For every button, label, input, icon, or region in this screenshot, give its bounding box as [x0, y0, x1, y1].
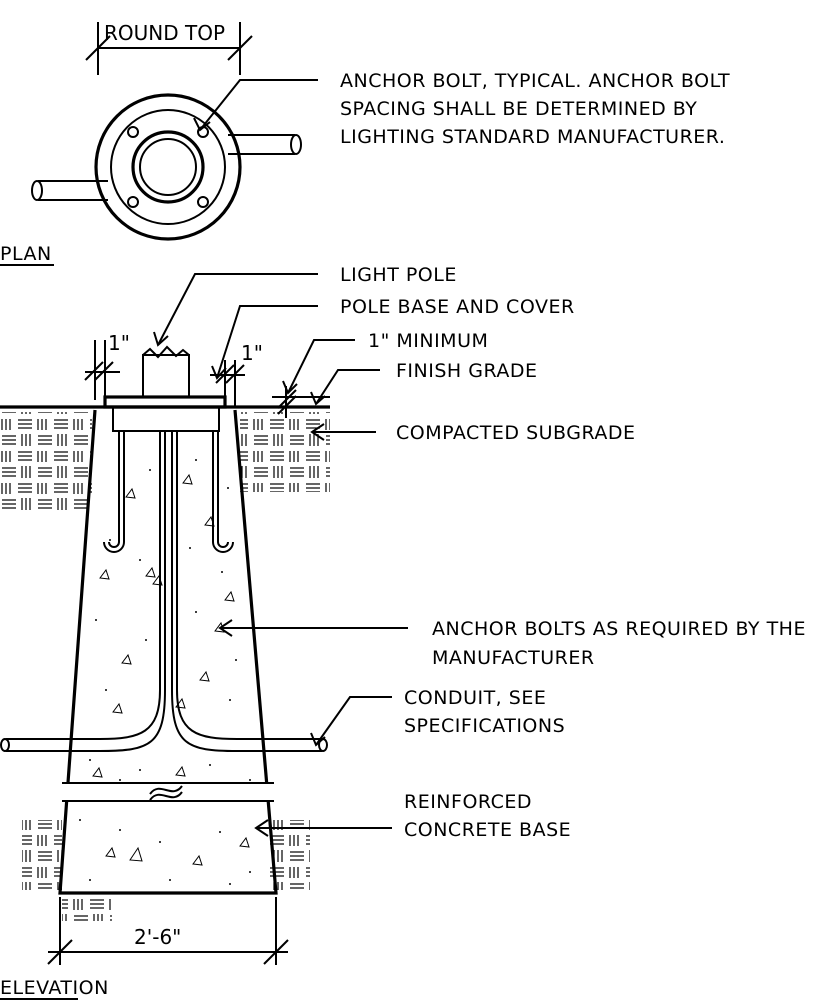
min-clearance-label: 1" MINIMUM — [368, 330, 488, 352]
svg-text:1": 1" — [241, 341, 263, 365]
svg-text:REINFORCED: REINFORCED — [404, 791, 532, 813]
finish-grade-leader — [315, 369, 380, 405]
anchor-bolts-elevation — [103, 431, 234, 690]
svg-text:2'-6": 2'-6" — [134, 925, 181, 949]
round-top-label: ROUND TOP — [104, 21, 225, 45]
pole-base-cover — [112, 406, 220, 432]
pole-base-plate — [103, 395, 227, 409]
svg-text:MANUFACTURER: MANUFACTURER — [432, 647, 595, 669]
svg-text:ANCHOR BOLT, TYPICAL. ANCHOR B: ANCHOR BOLT, TYPICAL. ANCHOR BOLT — [340, 70, 730, 92]
elevation-title: ELEVATION — [0, 977, 109, 999]
plan-view: ROUND TOP PLAN — [0, 21, 318, 266]
elevation-callouts: LIGHT POLE POLE BASE AND COVER 1" MINIMU… — [153, 264, 806, 841]
svg-text:CONCRETE BASE: CONCRETE BASE — [404, 819, 571, 841]
anchor-bolt-typical-leader — [199, 79, 318, 131]
anchor-bolt-typical-note: ANCHOR BOLT, TYPICAL. ANCHOR BOLT SPACIN… — [340, 70, 730, 148]
plan-pole-outer — [131, 130, 205, 204]
concrete-base-outline — [58, 409, 278, 895]
conduit-elevation — [0, 689, 328, 752]
soil-hatching — [0, 412, 330, 921]
base-width-dimension: 2'-6" — [47, 897, 289, 965]
light-pole — [142, 345, 190, 398]
plan-title: PLAN — [0, 243, 52, 265]
pole-base-label: POLE BASE AND COVER — [340, 296, 575, 318]
svg-text:SPECIFICATIONS: SPECIFICATIONS — [404, 715, 565, 737]
min-clearance-leader — [287, 339, 355, 394]
anchor-bolt-hole — [197, 196, 209, 208]
svg-text:1": 1" — [108, 331, 130, 355]
elevation-view: 1" 1" 2'-6" ELEVATION — [0, 331, 330, 1000]
svg-text:ANCHOR BOLTS AS REQUIRED BY TH: ANCHOR BOLTS AS REQUIRED BY THE — [432, 618, 806, 640]
left-gap-dimension: 1" — [84, 331, 130, 400]
plan-pole-inner — [139, 138, 197, 196]
svg-text:LIGHTING STANDARD MANUFACTURER: LIGHTING STANDARD MANUFACTURER. — [340, 126, 725, 148]
conduit-leader — [315, 696, 392, 746]
svg-text:SPACING SHALL BE DETERMINED BY: SPACING SHALL BE DETERMINED BY — [340, 98, 697, 120]
plan-base-plate — [110, 109, 226, 225]
break-line — [62, 782, 274, 802]
plan-foundation-outline — [94, 93, 242, 241]
round-top-dimension: ROUND TOP — [85, 21, 253, 75]
light-pole-label: LIGHT POLE — [340, 264, 457, 286]
finish-grade-label: FINISH GRADE — [396, 360, 538, 382]
light-pole-leader — [157, 273, 318, 346]
anchor-bolt-hole — [127, 126, 139, 138]
concrete-aggregate — [79, 459, 251, 885]
svg-text:CONDUIT, SEE: CONDUIT, SEE — [404, 687, 546, 709]
anchor-bolt-hole — [127, 196, 139, 208]
pole-base-leader — [216, 305, 318, 379]
compacted-subgrade-label: COMPACTED SUBGRADE — [396, 422, 636, 444]
